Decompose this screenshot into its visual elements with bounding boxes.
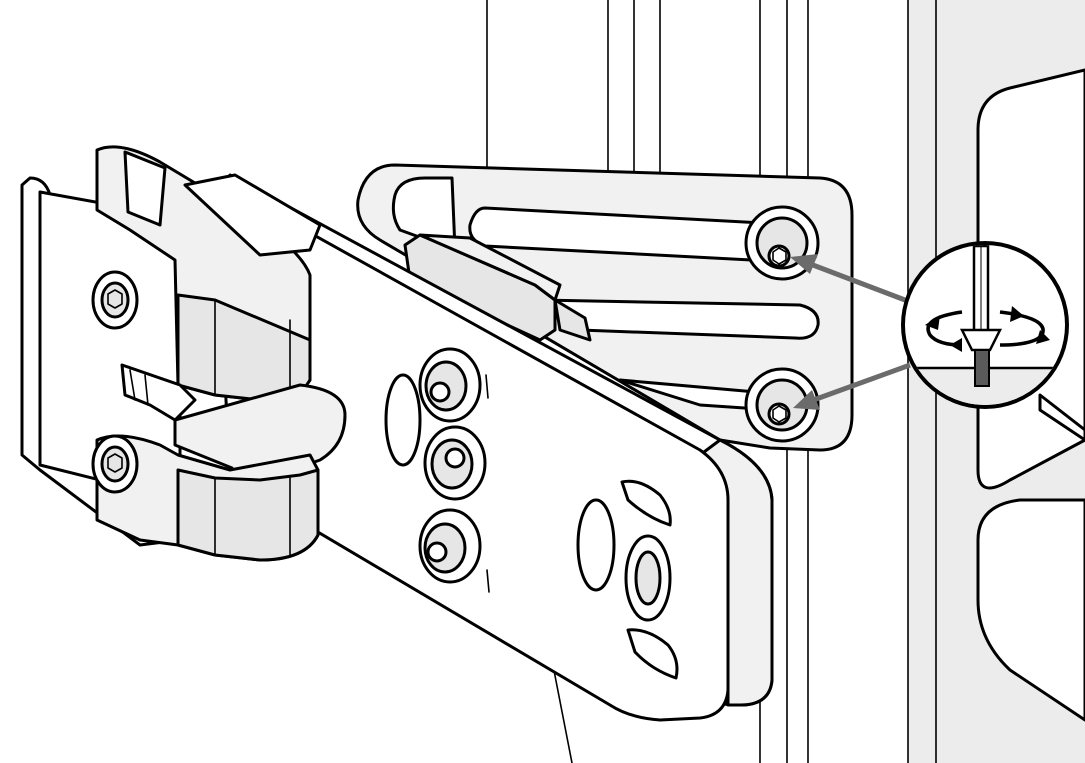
rotate-clockwise-arrows-icon xyxy=(925,306,1050,352)
hinge-body xyxy=(20,145,347,562)
hasp-hole-arc-upper xyxy=(620,479,672,527)
hasp-bolt-2 xyxy=(423,425,487,501)
hasp-hole-arc-lower xyxy=(626,628,679,680)
keeper-slot-middle xyxy=(538,298,820,340)
keeper-screw-lower xyxy=(744,367,820,443)
hasp-bolt-1 xyxy=(418,347,489,423)
callout-pointer-arrows xyxy=(790,254,911,410)
hasp-hole-slot-2 xyxy=(576,498,616,592)
keeper-plate xyxy=(356,163,854,452)
screwdriver-tighten-icon xyxy=(901,241,1069,409)
hasp-bolt-3 xyxy=(418,508,490,593)
hasp-hole-slot-1 xyxy=(384,373,422,467)
